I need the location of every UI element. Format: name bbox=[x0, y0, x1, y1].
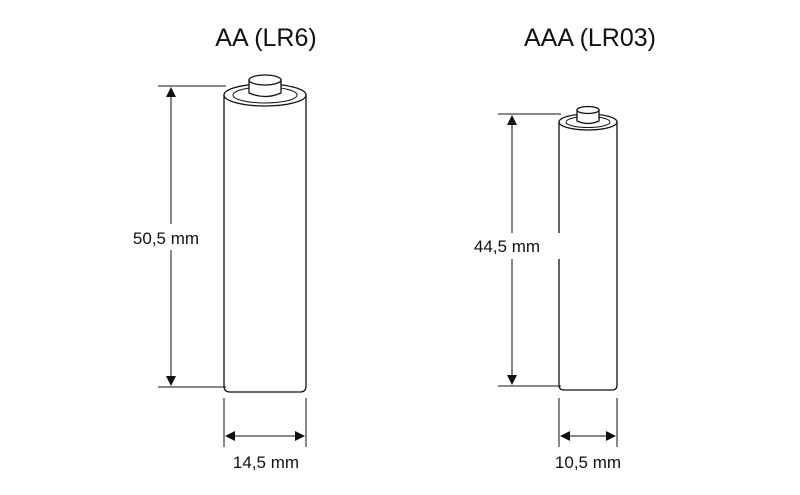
aa-diameter-label: 14,5 mm bbox=[233, 453, 299, 472]
aa-diameter-dimension: 14,5 mm bbox=[223, 398, 307, 472]
aaa-height-dimension: 44,5 mm bbox=[457, 113, 563, 387]
aaa-height-label: 44,5 mm bbox=[474, 237, 540, 256]
aaa-battery-icon bbox=[558, 105, 618, 391]
aa-battery-group: AA (LR6) 50,5 mm 14,5 mm bbox=[116, 24, 317, 472]
aaa-diameter-dimension: 10,5 mm bbox=[555, 398, 621, 472]
aa-battery-icon bbox=[223, 74, 307, 393]
aa-battery-title: AA (LR6) bbox=[215, 24, 316, 52]
aaa-diameter-label: 10,5 mm bbox=[555, 453, 621, 472]
aaa-battery-title: AAA (LR03) bbox=[524, 24, 656, 52]
aa-height-label: 50,5 mm bbox=[133, 229, 199, 248]
aa-height-dimension: 50,5 mm bbox=[116, 85, 226, 388]
aaa-battery-group: AAA (LR03) 44,5 mm 10,5 mm bbox=[457, 24, 656, 472]
